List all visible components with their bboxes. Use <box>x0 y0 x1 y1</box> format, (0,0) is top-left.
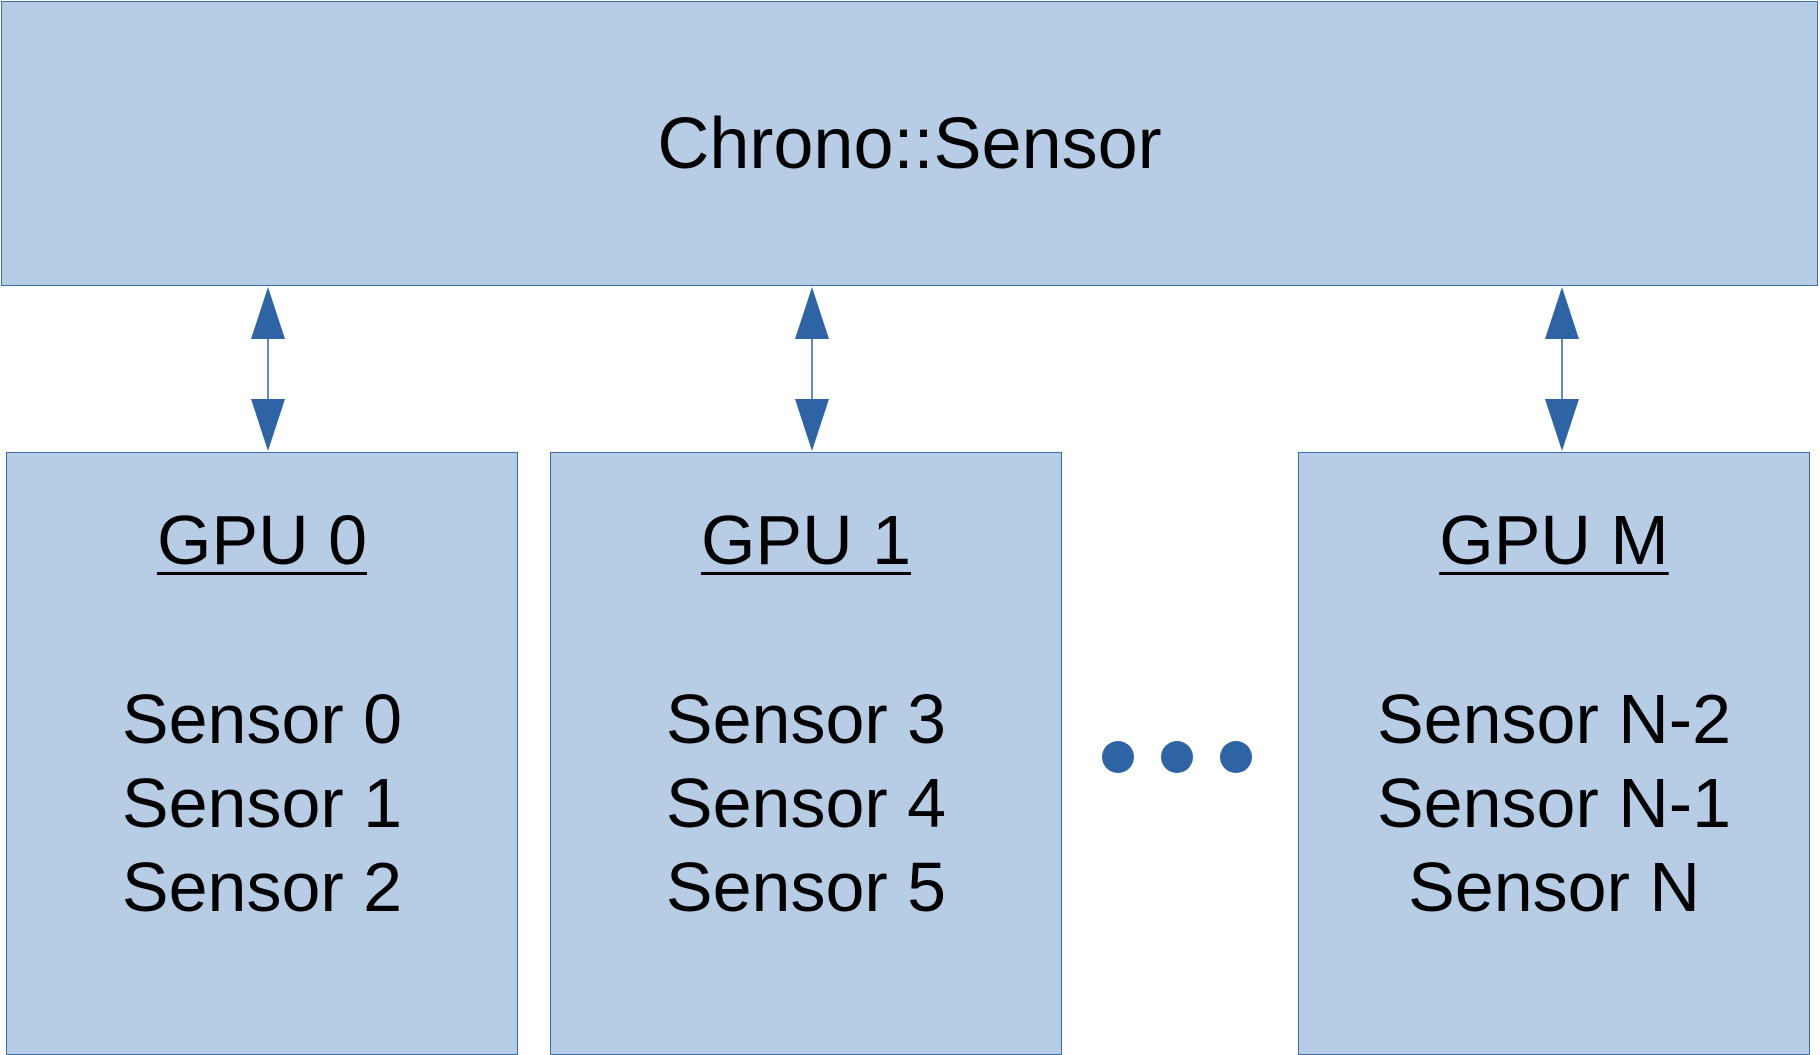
arrow-down-head <box>1545 399 1579 451</box>
arrow-down-head <box>795 399 829 451</box>
gpu-label: GPU M <box>1439 501 1669 579</box>
sensor-item: Sensor 5 <box>665 848 947 926</box>
arrow-gpu-0 <box>251 287 285 451</box>
gpu-label: GPU 1 <box>700 501 912 579</box>
sensor-item: Sensor N-2 <box>1376 680 1732 758</box>
ellipsis-dot <box>1161 741 1193 773</box>
sensor-item: Sensor 4 <box>665 764 947 842</box>
chrono-sensor-title: Chrono::Sensor <box>657 103 1162 184</box>
gpu-box-1: GPU 1 Sensor 3 Sensor 4 Sensor 5 <box>550 452 1062 1055</box>
sensor-item: Sensor 3 <box>665 680 947 758</box>
arrow-gpu-m <box>1545 287 1579 451</box>
ellipsis-dot <box>1102 741 1134 773</box>
arrow-gpu-1 <box>795 287 829 451</box>
arrow-up-head <box>1545 287 1579 339</box>
ellipsis-dot <box>1220 741 1252 773</box>
sensor-item: Sensor 0 <box>121 680 403 758</box>
arrow-up-head <box>251 287 285 339</box>
chrono-sensor-box: Chrono::Sensor <box>1 1 1818 286</box>
gpu-box-m: GPU M Sensor N-2 Sensor N-1 Sensor N <box>1298 452 1810 1055</box>
gpu-label: GPU 0 <box>156 501 368 579</box>
arrow-up-head <box>795 287 829 339</box>
ellipsis-icon <box>1102 741 1252 773</box>
sensor-item: Sensor N <box>1408 848 1700 926</box>
sensor-list: Sensor N-2 Sensor N-1 Sensor N <box>1299 677 1809 929</box>
sensor-item: Sensor N-1 <box>1376 764 1732 842</box>
gpu-box-0: GPU 0 Sensor 0 Sensor 1 Sensor 2 <box>6 452 518 1055</box>
sensor-list: Sensor 0 Sensor 1 Sensor 2 <box>7 677 517 929</box>
sensor-list: Sensor 3 Sensor 4 Sensor 5 <box>551 677 1061 929</box>
sensor-item: Sensor 2 <box>121 848 403 926</box>
arrow-down-head <box>251 399 285 451</box>
sensor-item: Sensor 1 <box>121 764 403 842</box>
